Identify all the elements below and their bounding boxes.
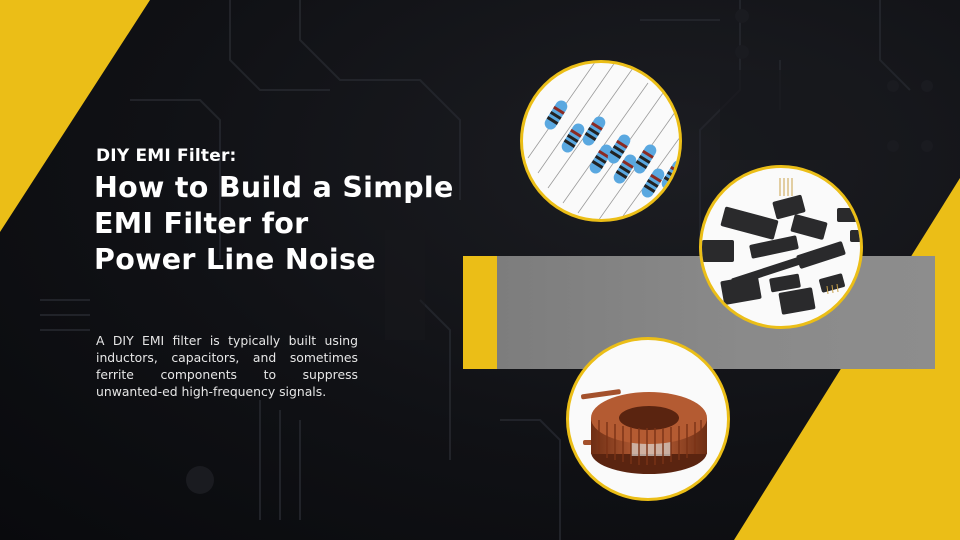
toroidal-inductor-photo [566,337,730,501]
title-line-2: EMI Filter for [94,207,309,240]
article-title: How to Build a Simple EMI Filter for Pow… [94,170,454,278]
resistor-icon [527,63,679,219]
yellow-corner-triangle-left [0,0,150,232]
yellow-band-strip [463,256,497,369]
pin-header-connectors-photo [699,165,863,329]
title-line-3: Power Line Noise [94,243,376,276]
inductor-icon [581,389,707,474]
title-line-1: How to Build a Simple [94,171,454,204]
article-subtitle: DIY EMI Filter: [96,146,237,166]
resistors-photo [520,60,682,222]
connector-icon [702,178,860,315]
article-description: A DIY EMI filter is typically built usin… [96,333,358,399]
